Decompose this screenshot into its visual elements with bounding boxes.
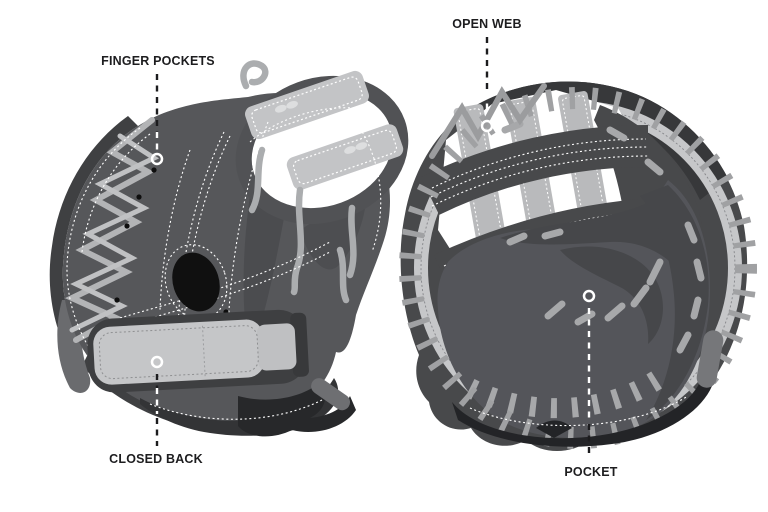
callout-label-pocket: POCKET xyxy=(564,464,618,479)
finger-pockets-marker xyxy=(150,152,164,166)
callout-closed-back-leader xyxy=(150,355,164,446)
callout-finger-pockets-leader xyxy=(150,74,164,166)
glove-palm-view-illustration xyxy=(399,81,757,451)
glove-back-view-illustration xyxy=(49,60,409,437)
callout-open-web-leader xyxy=(480,37,494,133)
callout-label-closed-back: CLOSED BACK xyxy=(109,451,203,466)
callout-label-finger-pockets: FINGER POCKETS xyxy=(101,53,215,68)
closed-back-strap xyxy=(87,309,309,393)
closed-back-marker xyxy=(150,355,164,369)
pocket-marker xyxy=(582,289,596,303)
open-web-marker xyxy=(480,119,494,133)
callout-pocket-leader xyxy=(582,289,596,458)
pocket-area xyxy=(437,120,710,438)
callout-label-open-web: OPEN WEB xyxy=(452,16,522,31)
